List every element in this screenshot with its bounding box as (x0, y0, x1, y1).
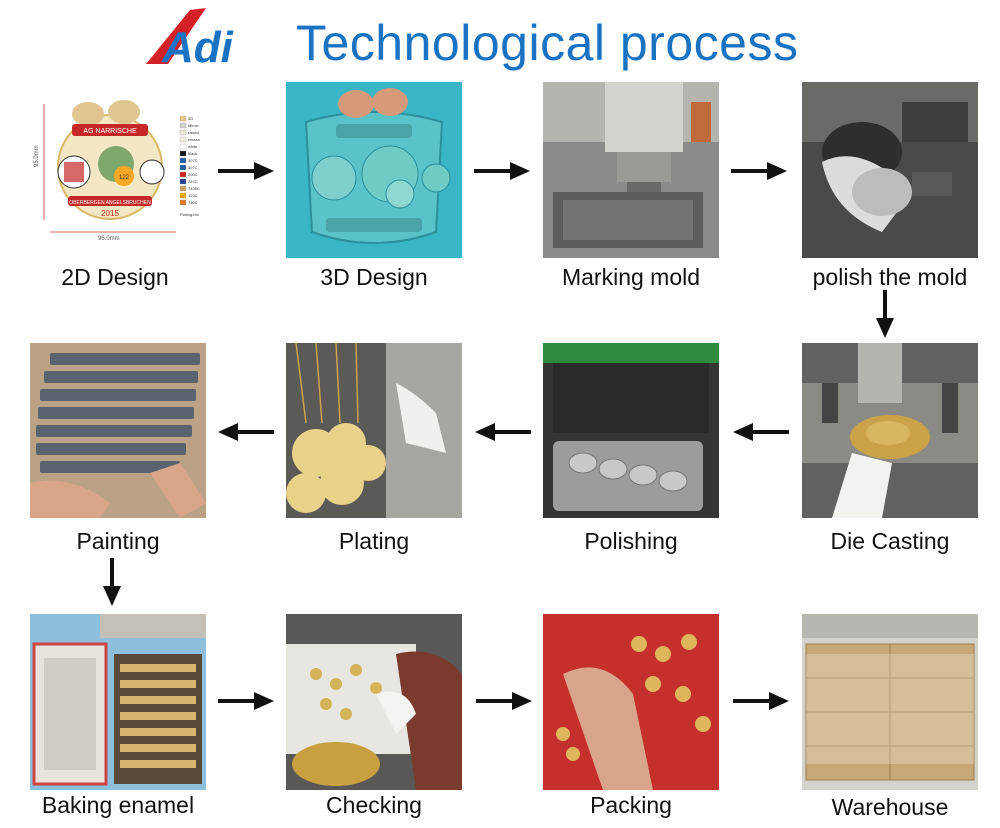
legend-swatch (179, 129, 187, 136)
arrow-right-icon (218, 690, 274, 712)
legend-label: 307C (188, 165, 198, 170)
medal-top-text: AG NARRISCHE (83, 128, 137, 135)
step-label: Marking mold (561, 264, 701, 290)
legend-swatch (179, 171, 187, 178)
legend-label: recess (188, 137, 200, 142)
step-2d-design-image: 95.0mm 96.0mm AG NARRISCHE 122 OBERBERGE… (30, 92, 210, 252)
logo-text: Adi (161, 23, 234, 68)
medal-year: 2015 (101, 209, 119, 218)
legend-swatch (179, 150, 187, 157)
legend-swatch (179, 178, 187, 185)
color-legend: 3D Mirror raised recess white black 307C 307C 20… (179, 115, 200, 206)
step-marking-mold-image (543, 82, 719, 258)
step-polish-mold-image (802, 82, 978, 258)
legend-swatch (179, 115, 187, 122)
step-label: Plating (338, 528, 410, 554)
header: Adi Technological process (0, 0, 1000, 80)
legend-label: white (188, 144, 198, 149)
page-title: Technological process (296, 15, 799, 71)
legend-swatch (179, 122, 187, 129)
legend-label: 200C (188, 172, 198, 177)
step-3d-design-image (286, 82, 462, 258)
step-label: Warehouse (831, 794, 949, 820)
step-polishing-image (543, 343, 719, 518)
arrow-right-icon (218, 160, 274, 182)
legend-swatch (179, 143, 187, 150)
step-label: 3D Design (320, 264, 428, 290)
legend-label: 7406C (188, 186, 200, 191)
arrow-right-icon (733, 690, 789, 712)
step-label: Polishing (584, 528, 678, 554)
legend-label: 3D (188, 116, 193, 121)
legend-label: raised (188, 130, 199, 135)
legend-swatch (179, 199, 187, 206)
dimension-width: 96.0mm (98, 236, 120, 242)
legend-label: 730C (188, 200, 198, 205)
step-painting-image (30, 343, 206, 518)
legend-swatch (179, 164, 187, 171)
legend-label: 307C (188, 158, 198, 163)
step-baking-enamel-image (30, 614, 206, 790)
step-checking-image (286, 614, 462, 790)
arrow-left-icon (475, 421, 531, 443)
step-label: 2D Design (61, 264, 169, 290)
arrow-right-icon (474, 160, 530, 182)
arrow-right-icon (476, 690, 532, 712)
step-die-casting-image (802, 343, 978, 518)
step-warehouse-image (802, 614, 978, 790)
medal-number: 122 (119, 175, 130, 181)
step-label: Die Casting (830, 528, 950, 554)
medal-bottom-text: OBERBERGEN ANGELSBRUCHEN (69, 200, 151, 206)
step-plating-image (286, 343, 462, 518)
arrow-left-icon (218, 421, 274, 443)
step-label: Baking enamel (41, 792, 195, 818)
arrow-right-icon (731, 160, 787, 182)
legend-label: black (188, 151, 197, 156)
adi-logo: Adi (140, 6, 260, 72)
legend-swatch (179, 192, 187, 199)
step-label: Packing (590, 792, 672, 818)
arrow-down-icon (101, 558, 123, 606)
legend-label: Mirror (188, 123, 199, 128)
step-label: Painting (76, 528, 160, 554)
legend-label: 287C (188, 179, 198, 184)
step-label: Checking (326, 792, 422, 818)
legend-swatch (179, 136, 187, 143)
legend-swatch (179, 157, 187, 164)
legend-swatch (179, 185, 187, 192)
dimension-height: 95.0mm (34, 145, 40, 167)
arrow-left-icon (733, 421, 789, 443)
arrow-down-icon (874, 290, 896, 338)
step-packing-image (543, 614, 719, 790)
step-label: polish the mold (812, 264, 968, 290)
legend-label: 123C (188, 193, 198, 198)
plating-label: Plating:brs (180, 212, 199, 217)
